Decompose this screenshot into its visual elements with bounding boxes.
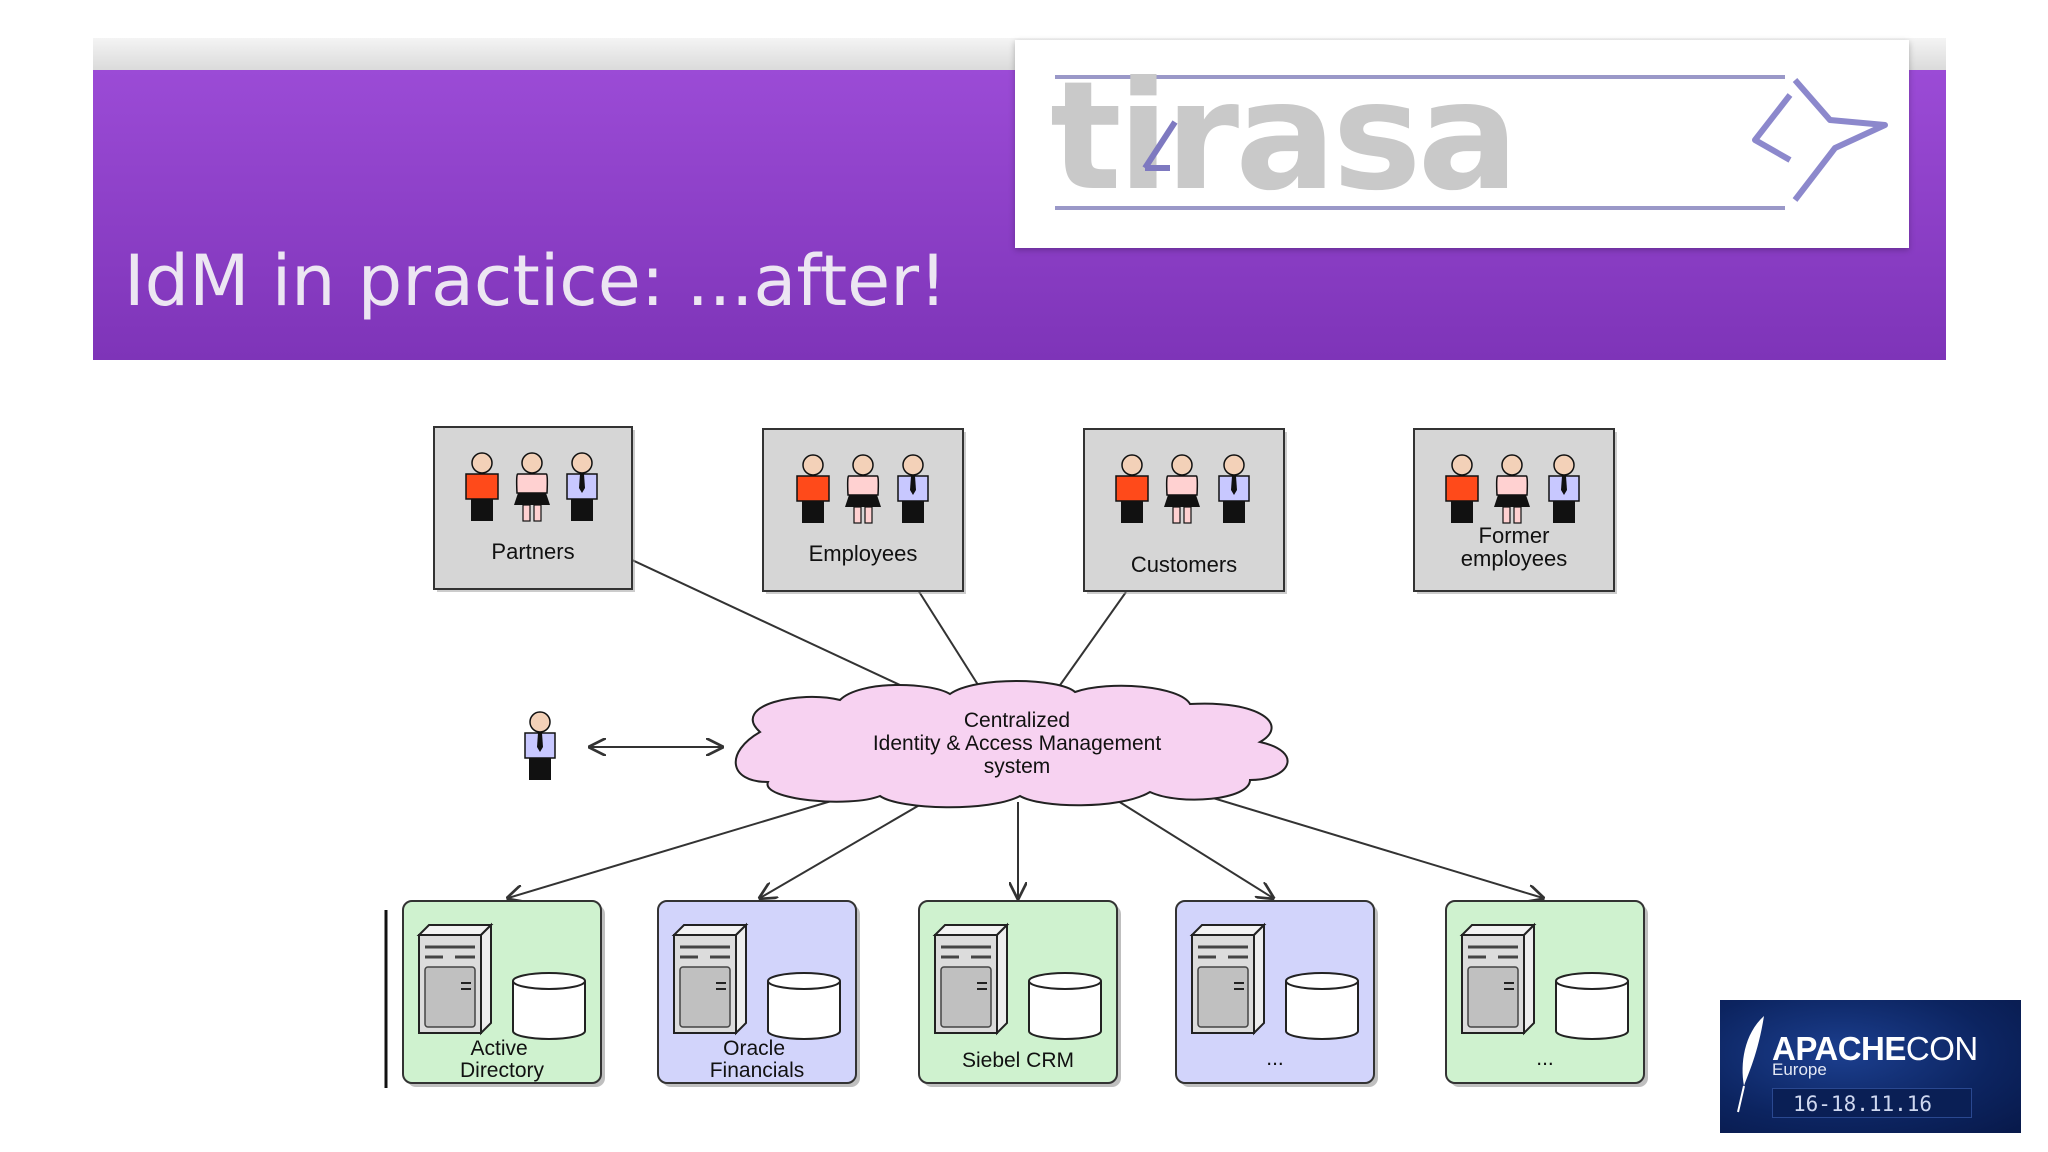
connector-partners [631,559,916,693]
user-group-customers: Customers [1083,428,1287,594]
apachecon-badge: APACHECON Europe 16-18.11.16 [1720,1000,2021,1133]
label-active-directory-1: Active [470,1037,527,1060]
arrow-to-system-4 [1109,795,1273,898]
arrow-to-system-5 [1179,787,1543,898]
connector-employees [917,589,981,689]
system-4: ... [1175,900,1378,1087]
iam-cloud: Centralized Identity & Access Management… [734,680,1289,809]
label-active-directory-2: Directory [460,1059,545,1082]
cloud-line-2: Identity & Access Management [873,732,1161,755]
label-system-5: ... [1536,1047,1554,1070]
arrow-to-active-directory [508,795,849,898]
label-customers: Customers [1131,552,1237,577]
apachecon-region: Europe [1772,1060,1827,1079]
administrator-person-icon [524,711,556,781]
system-5: ... [1445,900,1648,1087]
system-oracle-financials: Oracle Financials [657,900,860,1087]
label-partners: Partners [491,539,574,564]
logo-wordmark: tirasa [1050,50,1515,224]
svg-text:Active Directory: Active Directory [460,1037,545,1082]
label-employees: Employees [809,541,918,566]
slide-title: IdM in practice: ...after! [124,240,948,322]
user-group-partners: Partners [433,426,635,592]
label-oracle-2: Financials [710,1059,805,1082]
label-siebel-crm: Siebel CRM [962,1049,1074,1072]
svg-text:Oracle Financials: Oracle Financials [710,1037,805,1082]
apachecon-brand: APACHECON [1772,1030,1978,1067]
connector-customers [1057,591,1127,689]
apachecon-dates: 16-18.11.16 [1772,1088,1972,1118]
system-active-directory: Active Directory [402,900,605,1087]
cloud-line-1: Centralized [964,709,1070,732]
feather-icon [1737,1016,1764,1113]
label-oracle-1: Oracle [723,1037,785,1060]
user-group-employees: Employees [762,428,966,594]
arrow-to-oracle [760,795,936,898]
cloud-line-3: system [984,755,1051,778]
tirasa-logo: tirasa [1015,40,1909,248]
label-system-4: ... [1266,1047,1284,1070]
system-siebel-crm: Siebel CRM [918,900,1121,1087]
